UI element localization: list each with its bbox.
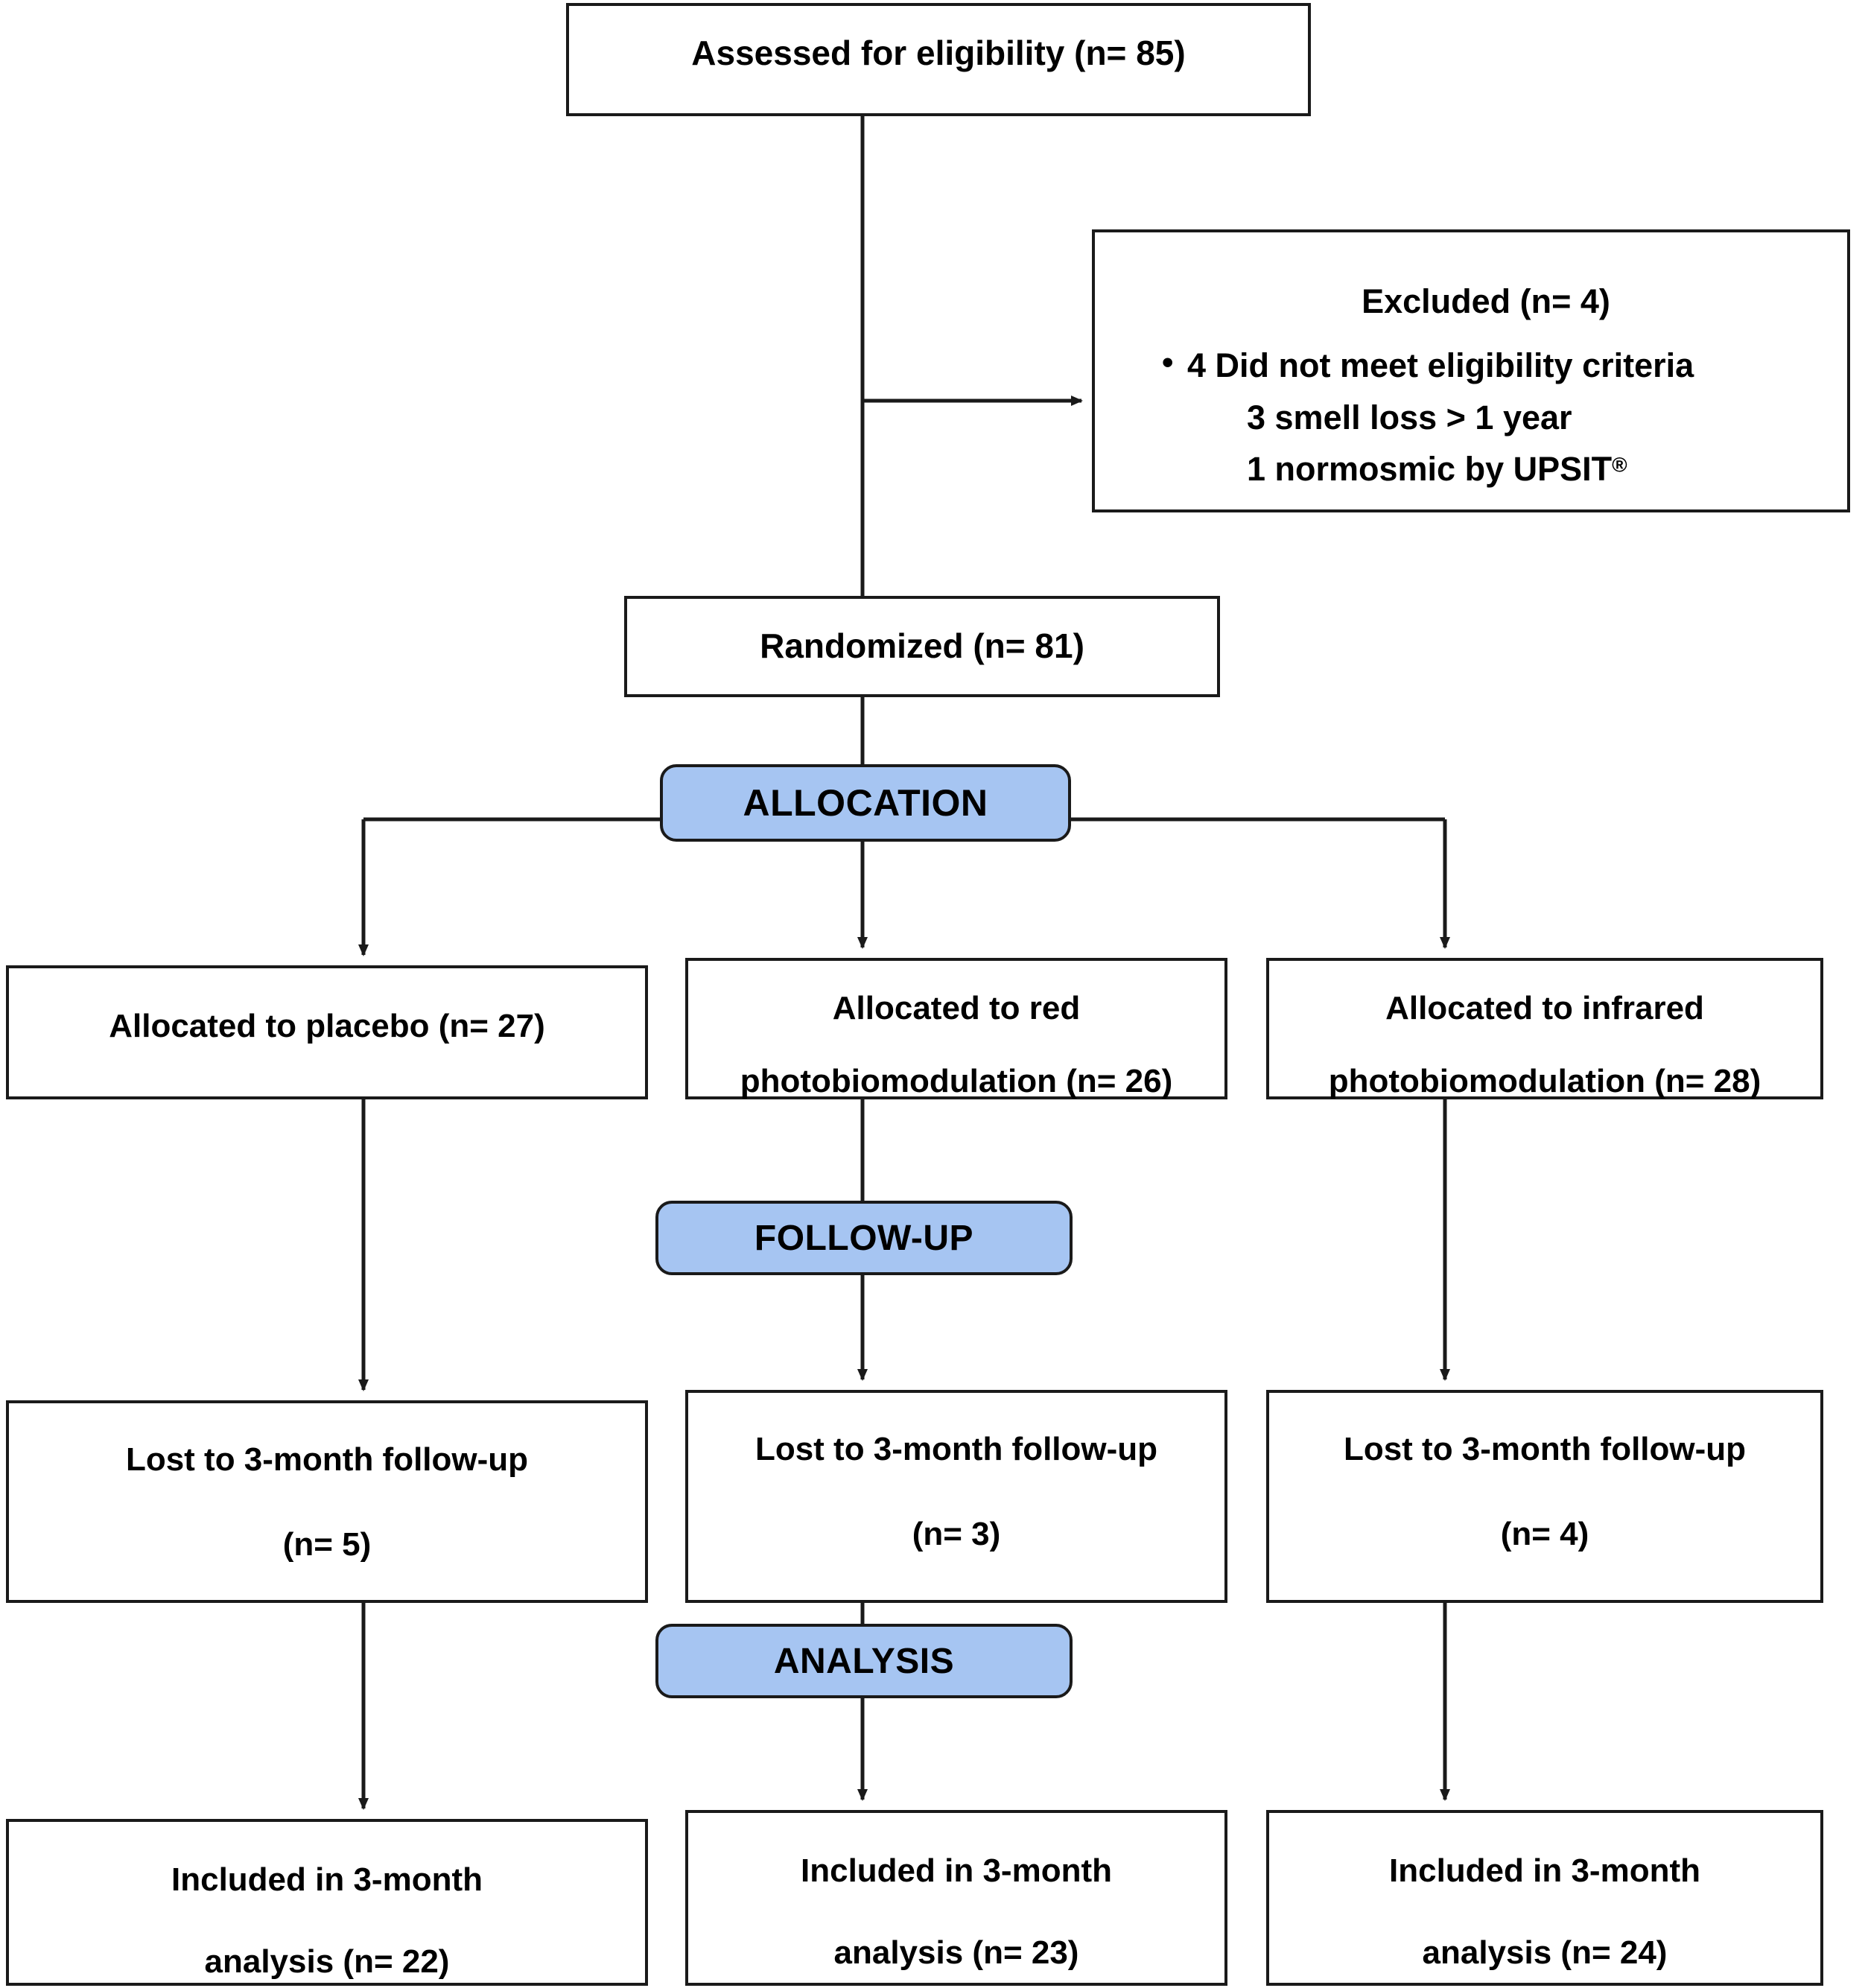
excluded-reason-list: • 4 Did not meet eligibility criteria 3 …: [1095, 340, 1847, 495]
box-included-placebo: Included in 3-month analysis (n= 22): [6, 1819, 648, 1986]
lost-infrared-line1: Lost to 3-month follow-up: [1343, 1431, 1747, 1467]
box-allocated-red: Allocated to red photobiomodulation (n= …: [685, 958, 1227, 1099]
assessed-label: Assessed for eligibility (n= 85): [691, 34, 1186, 72]
stage-banner-followup: FOLLOW-UP: [655, 1201, 1073, 1275]
stage-banner-analysis: ANALYSIS: [655, 1624, 1073, 1698]
allocated-infrared-line2: photobiomodulation (n= 28): [1328, 1063, 1761, 1100]
allocated-red-line2: photobiomodulation (n= 26): [740, 1063, 1173, 1100]
box-allocated-placebo: Allocated to placebo (n= 27): [6, 965, 648, 1099]
included-infrared-line2: analysis (n= 24): [1422, 1934, 1668, 1972]
box-excluded: Excluded (n= 4) • 4 Did not meet eligibi…: [1092, 229, 1850, 512]
excluded-reason-3: 1 normosmic by UPSIT®: [1187, 443, 1847, 495]
box-lost-infrared: Lost to 3-month follow-up (n= 4): [1266, 1390, 1823, 1603]
lost-red-line2: (n= 3): [912, 1516, 1001, 1553]
randomized-label: Randomized (n= 81): [760, 626, 1084, 666]
box-lost-red: Lost to 3-month follow-up (n= 3): [685, 1390, 1227, 1603]
box-randomized: Randomized (n= 81): [624, 596, 1220, 697]
bullet-icon: •: [1162, 343, 1174, 381]
excluded-reason-3-text: 1 normosmic by UPSIT: [1247, 450, 1613, 489]
included-placebo-line2: analysis (n= 22): [204, 1943, 450, 1981]
stage-banner-allocation: ALLOCATION: [660, 764, 1071, 842]
included-red-line2: analysis (n= 23): [833, 1934, 1079, 1972]
box-included-red: Included in 3-month analysis (n= 23): [685, 1810, 1227, 1986]
lost-red-line1: Lost to 3-month follow-up: [754, 1431, 1158, 1467]
lost-placebo-line1: Lost to 3-month follow-up: [125, 1441, 529, 1478]
lost-infrared-line2: (n= 4): [1500, 1516, 1589, 1553]
excluded-reason-1: 4 Did not meet eligibility criteria: [1187, 346, 1694, 384]
box-lost-placebo: Lost to 3-month follow-up (n= 5): [6, 1400, 648, 1603]
included-placebo-line1: Included in 3-month: [171, 1861, 483, 1898]
registered-trademark-icon: ®: [1612, 453, 1627, 477]
lost-placebo-line2: (n= 5): [282, 1526, 372, 1563]
included-red-line1: Included in 3-month: [801, 1852, 1112, 1889]
box-included-infrared: Included in 3-month analysis (n= 24): [1266, 1810, 1823, 1986]
box-allocated-infrared: Allocated to infrared photobiomodulation…: [1266, 958, 1823, 1099]
box-assessed-for-eligibility: Assessed for eligibility (n= 85): [566, 3, 1311, 116]
allocated-placebo-line1: Allocated to placebo (n= 27): [109, 1008, 545, 1044]
included-infrared-line1: Included in 3-month: [1389, 1852, 1700, 1889]
allocated-infrared-line1: Allocated to infrared: [1385, 990, 1704, 1026]
allocated-red-line1: Allocated to red: [832, 990, 1081, 1026]
excluded-heading: Excluded (n= 4): [1362, 282, 1610, 320]
excluded-reason-2: 3 smell loss > 1 year: [1247, 398, 1572, 436]
